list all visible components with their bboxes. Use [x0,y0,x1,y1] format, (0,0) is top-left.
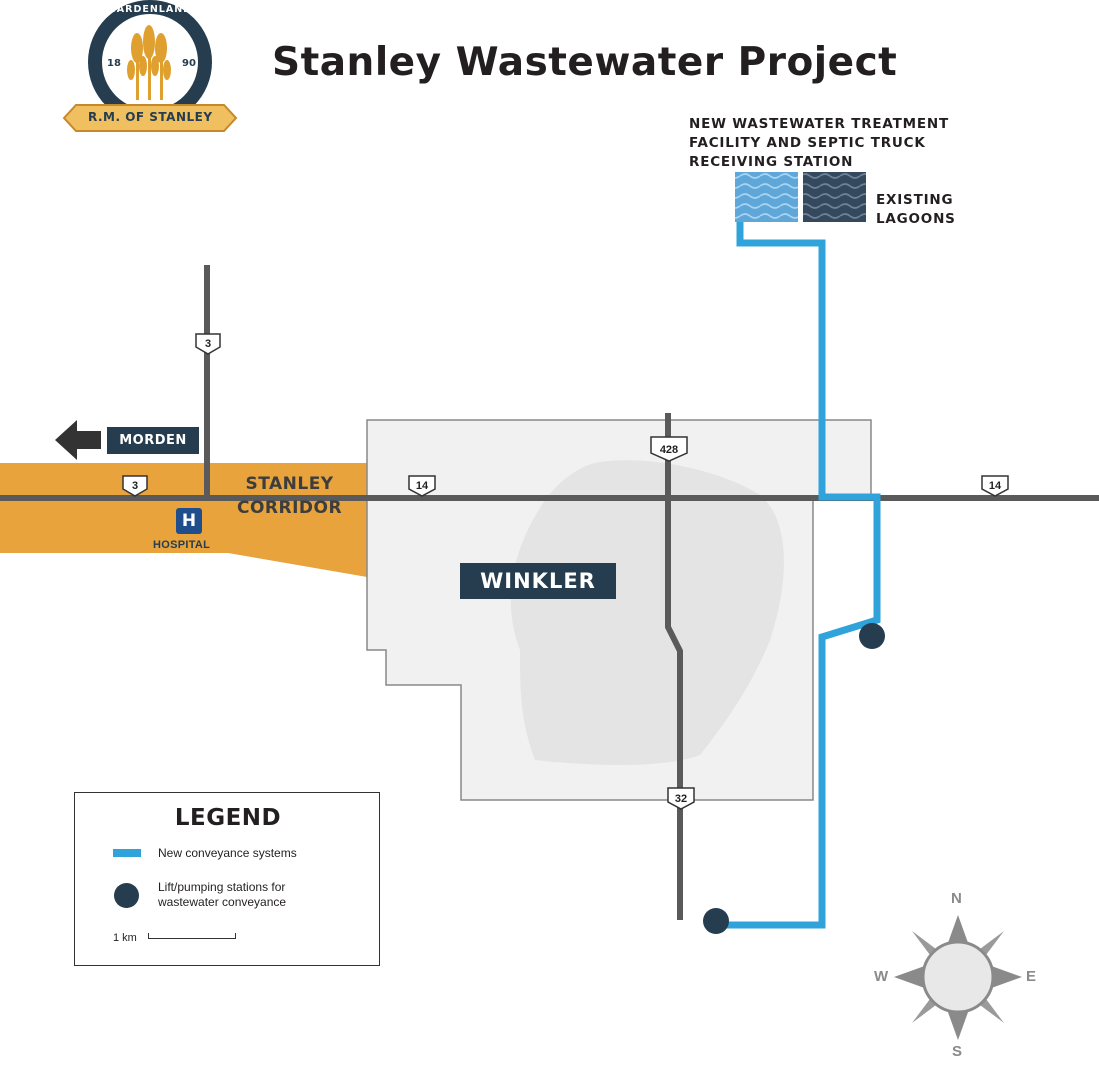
existing-lagoon [803,172,866,222]
new-treatment-lagoon [735,172,798,222]
highway-shield-icon: 428 [650,436,688,462]
facility-label-line2: FACILITY AND SEPTIC TRUCK [689,135,926,151]
compass-south-label: S [952,1043,963,1060]
compass-north-label: N [951,890,962,907]
legend-conveyance-label: New conveyance systems [158,846,297,860]
morden-label: MORDEN [107,427,199,454]
hwy32-shield-label: 32 [675,793,687,805]
legend-title: LEGEND [174,805,282,831]
highway-428-32-road [665,413,683,920]
stanley-label-line1: STANLEY [245,474,334,494]
page-title: Stanley Wastewater Project [272,40,898,85]
logo-year-left: 18 [107,58,121,69]
facility-label-line1: NEW WASTEWATER TREATMENT [689,116,950,132]
highway-shield-icon: 3 [122,475,148,497]
logo-ring-text: GARDENLAND OF MANITOBA [108,4,283,15]
lift-station-east [859,623,885,649]
legend-station-swatch [114,883,139,908]
highway-shield-icon: 32 [667,787,695,810]
lagoons-label-line1: EXISTING [876,192,954,208]
winkler-urban-area [510,460,784,765]
rm-stanley-logo [62,0,238,132]
scale-bar [148,933,236,939]
hwy428-shield-label: 428 [660,444,678,456]
hwy14-west-shield-label: 14 [416,480,429,492]
legend-station-label-line1: Lift/pumping stations for [158,880,286,894]
wheat-logo-icon [127,25,171,100]
hwy3-west-shield-label: 3 [132,480,138,492]
facility-label-line3: RECEIVING STATION [689,154,854,170]
conveyance-line [715,222,881,929]
hwy3-north-shield-label: 3 [205,338,211,350]
facility-label: NEW WASTEWATER TREATMENT FACILITY AND SE… [689,115,949,172]
logo-year-right: 90 [182,58,196,69]
legend-conveyance-swatch [113,849,141,857]
winkler-label: WINKLER [460,563,616,599]
hwy14-east-shield-label: 14 [989,480,1002,492]
arrow-left-icon [55,420,101,460]
legend-box: LEGEND New conveyance systems Lift/pumpi… [74,792,380,966]
highway-shield-icon: 14 [408,475,436,497]
highway-shield-icon: 14 [981,475,1009,497]
lift-station-south [703,908,729,934]
hospital-label: HOSPITAL [153,539,211,551]
hospital-icon: H [176,508,202,534]
scale-label: 1 km [113,932,137,944]
compass-west-label: W [874,968,889,985]
logo-banner-text: R.M. OF STANLEY [88,110,213,124]
existing-lagoons-label: EXISTING LAGOONS [876,191,956,229]
compass-east-label: E [1026,968,1037,985]
compass-rose-icon [894,915,1022,1040]
stanley-label-line2: CORRIDOR [237,498,343,518]
legend-station-label: Lift/pumping stations for wastewater con… [158,880,286,910]
stanley-corridor-label: STANLEY CORRIDOR [237,472,342,520]
legend-station-label-line2: wastewater conveyance [158,895,287,909]
lagoons-label-line2: LAGOONS [876,211,956,227]
highway-shield-icon: 3 [195,333,221,355]
